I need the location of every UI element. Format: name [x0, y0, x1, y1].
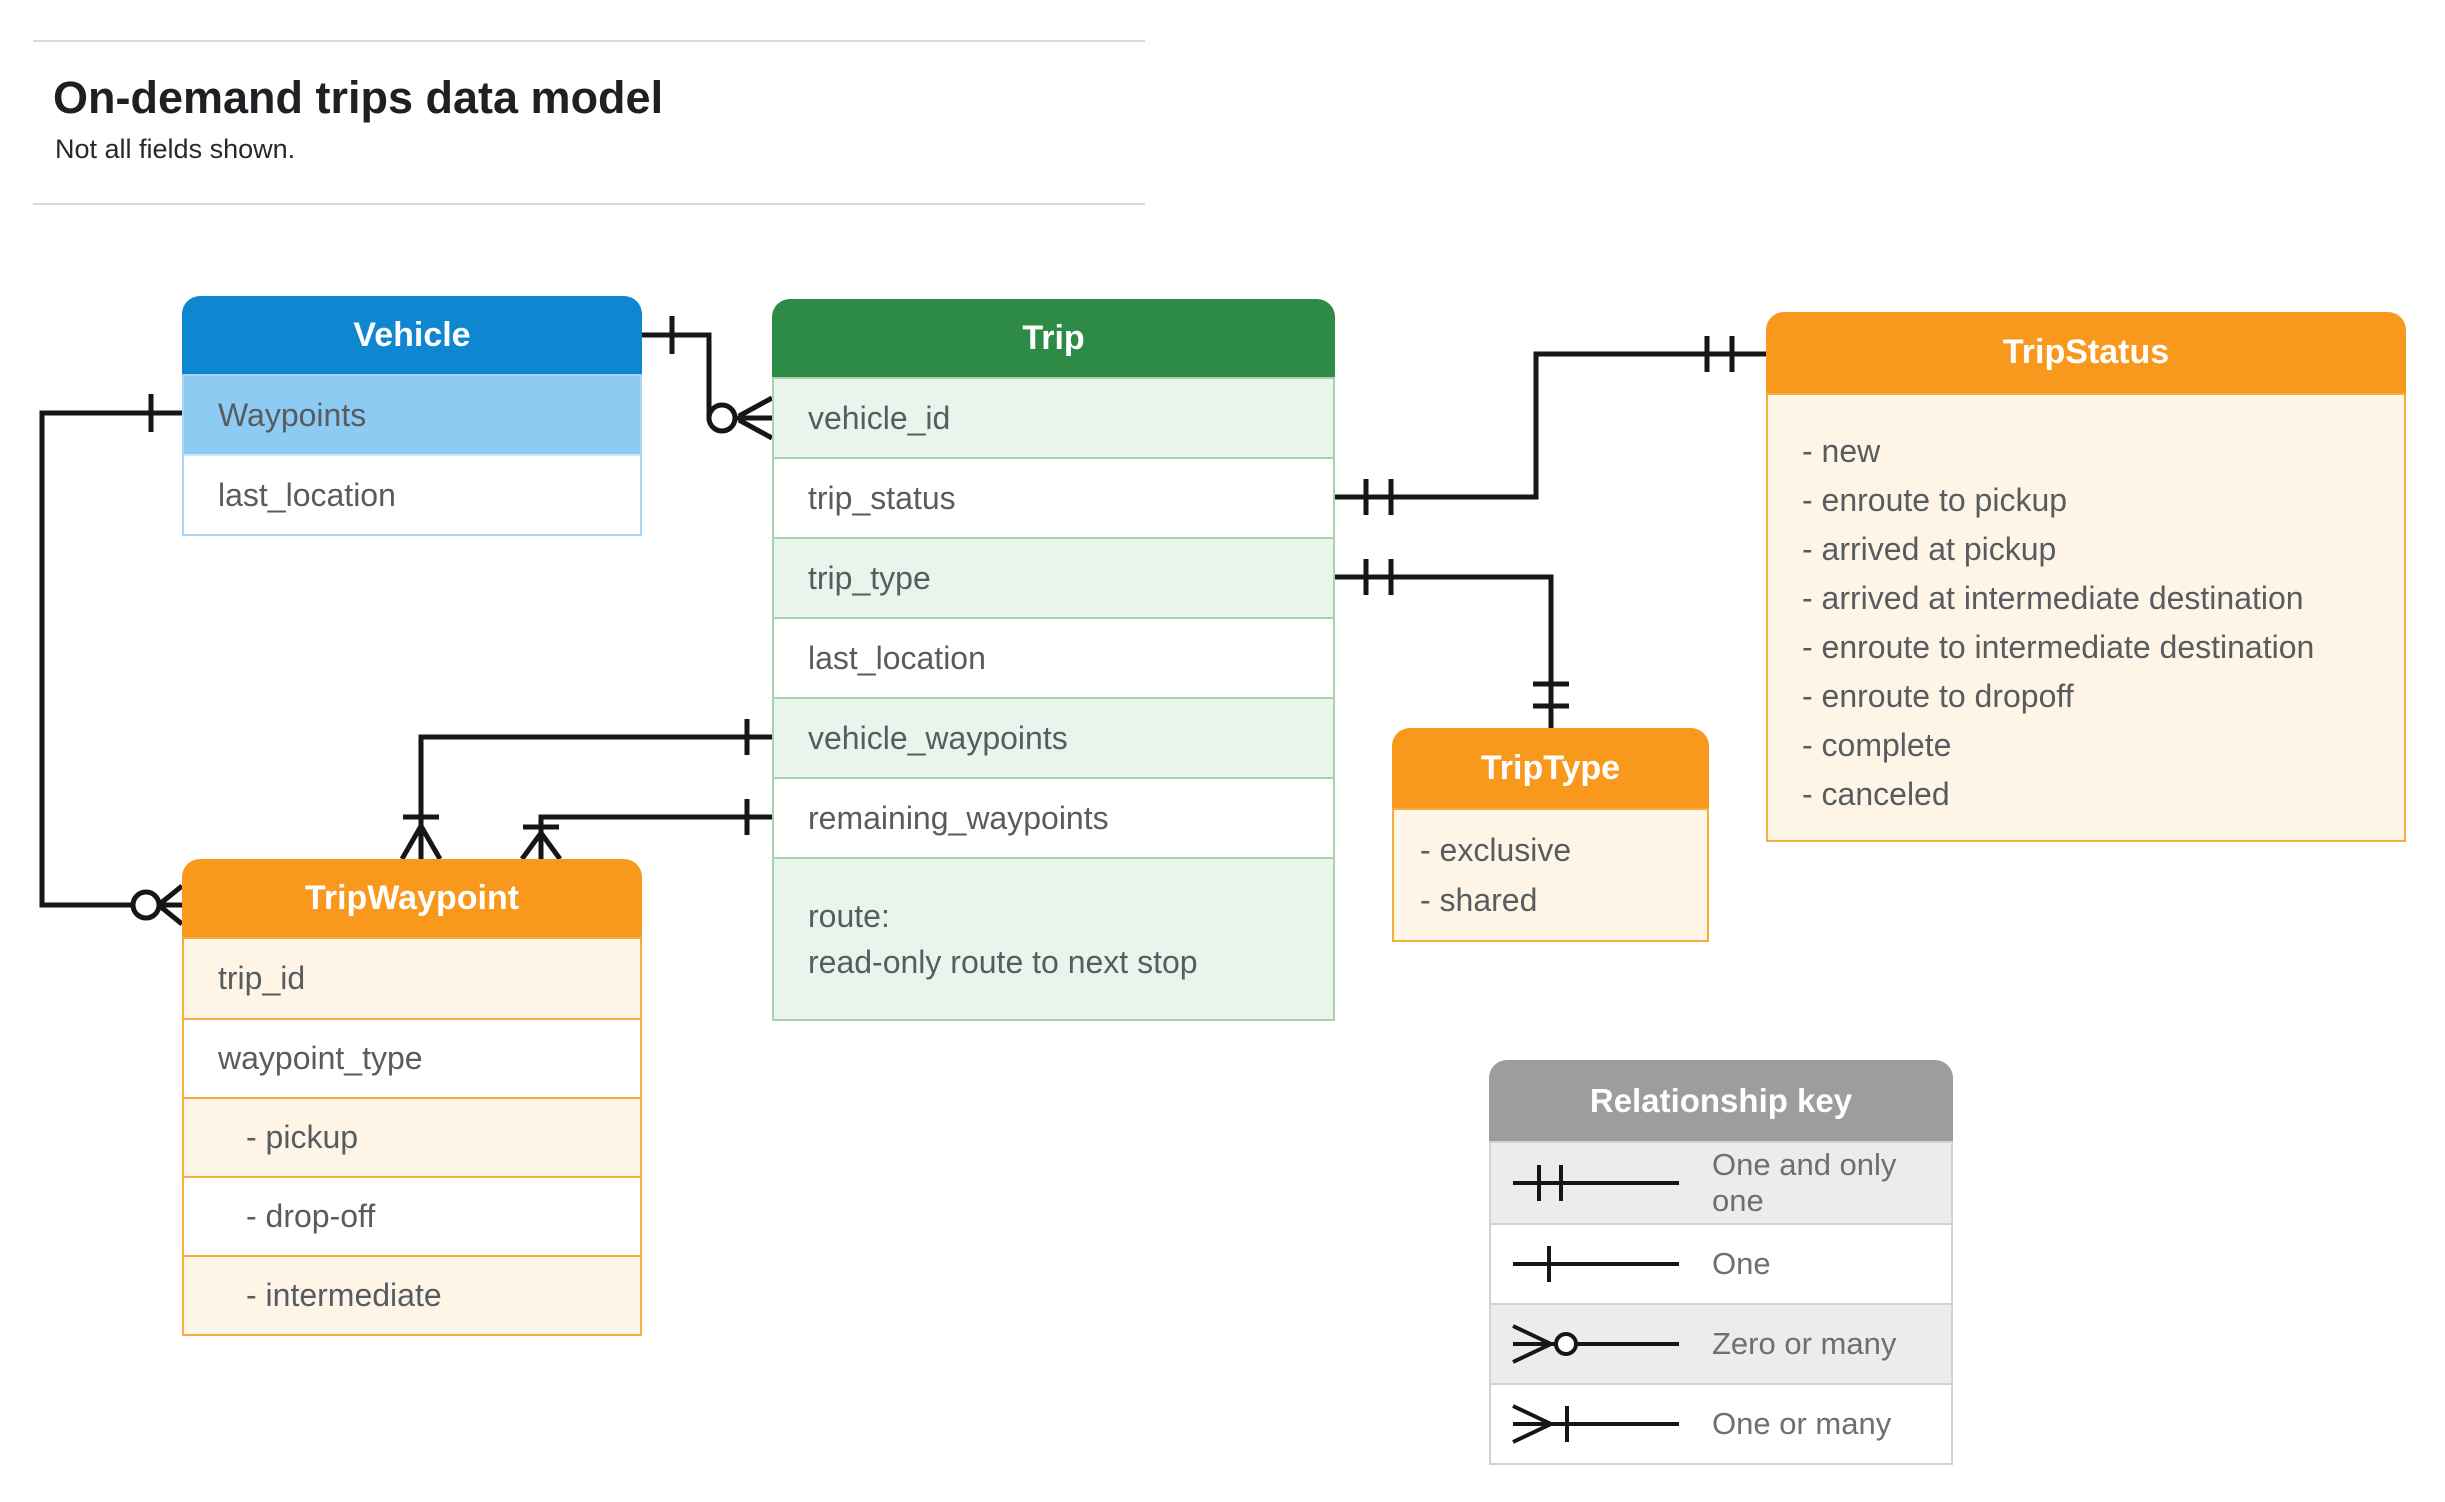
field-row-route: route: read-only route to next stop [774, 857, 1333, 1019]
enum-value-shared: - shared [1420, 882, 1538, 918]
enum-value-intermediate: - intermediate [184, 1255, 640, 1334]
entity-vehicle-title: Vehicle [182, 296, 642, 374]
page-subtitle: Not all fields shown. [55, 134, 296, 164]
entity-triptype-title: TripType [1392, 728, 1709, 808]
route-description: read-only route to next stop [808, 944, 1198, 980]
entity-trip: Trip vehicle_id trip_status trip_type la… [772, 299, 1335, 1021]
legend-row-one: One [1491, 1223, 1951, 1303]
one-and-only-one-ticks [1363, 559, 1394, 595]
legend-row-one-and-only-one: One and only one [1491, 1143, 1951, 1223]
field-row-vehicle-waypoints: vehicle_waypoints [774, 697, 1333, 777]
field-row-trip-status: trip_status [774, 457, 1333, 537]
one-and-only-one-symbol [1513, 1165, 1679, 1201]
enum-value-drop-off: - drop-off [184, 1176, 640, 1255]
connector-trip-type-to-triptype [1335, 559, 1569, 728]
many-crowsfoot [399, 824, 443, 861]
zero-circle [130, 889, 162, 921]
field-row-trip-type: trip_type [774, 537, 1333, 617]
enum-value-exclusive: - exclusive [1420, 832, 1572, 868]
field-row-remaining-waypoints: remaining_waypoints [774, 777, 1333, 857]
field-row-waypoint-type: waypoint_type [184, 1018, 640, 1097]
legend-row-one-or-many: One or many [1491, 1383, 1951, 1463]
many-crowsfoot [737, 395, 774, 441]
field-row-last-location: last_location [184, 454, 640, 534]
enum-value-arrived-at-pickup: - arrived at pickup [1802, 531, 2057, 567]
enum-value-enroute-to-dropoff: - enroute to dropoff [1802, 678, 2074, 714]
zero-or-many-symbol [1512, 1324, 1679, 1364]
enum-value-pickup: - pickup [184, 1097, 640, 1176]
relationship-key: Relationship key One and only one One [1489, 1060, 1953, 1465]
entity-tripstatus-title: TripStatus [1766, 312, 2406, 393]
enum-value-enroute-to-intermediate-destination: - enroute to intermediate destination [1802, 629, 2315, 665]
one-and-only-one-ticks [1704, 336, 1735, 372]
legend-label: Zero or many [1712, 1326, 1897, 1361]
page-title: On-demand trips data model [53, 72, 664, 123]
enum-value-complete: - complete [1802, 727, 1952, 763]
legend-row-zero-or-many: Zero or many [1491, 1303, 1951, 1383]
legend-label: One and only one [1712, 1147, 1897, 1218]
enum-value-arrived-at-intermediate-destination: - arrived at intermediate destination [1802, 580, 2304, 616]
many-crowsfoot [519, 831, 563, 861]
route-label: route: [808, 898, 890, 934]
entity-trip-title: Trip [772, 299, 1335, 377]
entity-tripstatus: TripStatus - new - enroute to pickup - a… [1766, 312, 2406, 842]
one-symbol [1513, 1246, 1679, 1282]
legend-label: One [1712, 1246, 1771, 1281]
connector-trip-status-to-tripstatus [1335, 336, 1766, 515]
entity-vehicle: Vehicle Waypoints last_location [182, 296, 642, 536]
field-row-trip-id: trip_id [184, 939, 640, 1018]
connector-remaining-waypoints-to-tripwaypoint [519, 799, 772, 861]
field-row-vehicle-id: vehicle_id [774, 379, 1333, 457]
divider-top [33, 40, 1145, 42]
enum-value-canceled: - canceled [1802, 776, 1950, 812]
entity-tripwaypoint-title: TripWaypoint [182, 859, 642, 937]
one-or-many-symbol [1512, 1404, 1679, 1444]
connector-vehicle-waypoints-to-tripwaypoint [39, 394, 184, 926]
entity-triptype: TripType - exclusive - shared [1392, 728, 1709, 942]
connector-vehicle-waypoints-field-to-tripwaypoint [399, 719, 772, 861]
one-and-only-one-ticks [1533, 681, 1569, 709]
field-row-last-location: last_location [774, 617, 1333, 697]
many-crowsfoot [159, 884, 184, 926]
one-and-only-one-ticks [1363, 479, 1394, 515]
legend-label: One or many [1712, 1406, 1892, 1441]
enum-value-enroute-to-pickup: - enroute to pickup [1802, 482, 2068, 518]
enum-value-new: - new [1802, 433, 1881, 469]
zero-circle [706, 402, 738, 434]
field-row-waypoints: Waypoints [184, 376, 640, 454]
connector-vehicle-to-trip-vehicle-id [642, 316, 774, 441]
relationship-key-title: Relationship key [1489, 1060, 1953, 1141]
divider-bottom [33, 203, 1145, 205]
entity-tripwaypoint: TripWaypoint trip_id waypoint_type - pic… [182, 859, 642, 1336]
